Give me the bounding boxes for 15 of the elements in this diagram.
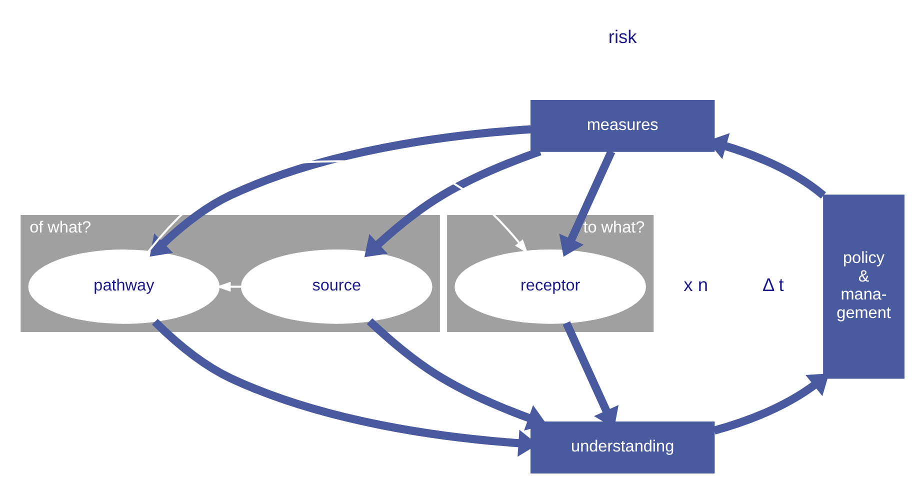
- arrow: [150, 125, 531, 257]
- label: Δ t: [762, 274, 784, 296]
- node-box: understanding: [530, 422, 715, 474]
- node-box: measures: [530, 100, 715, 152]
- label: risk: [608, 26, 637, 47]
- arrow: [366, 318, 547, 431]
- node-ellipse: source: [240, 250, 432, 324]
- arrow: [713, 374, 830, 434]
- arrow: [148, 160, 528, 254]
- node-box: policy & mana- gement: [823, 194, 904, 379]
- label: x n: [684, 274, 708, 296]
- node-ellipse: pathway: [28, 250, 220, 324]
- node-ellipse: receptor: [454, 250, 646, 324]
- arrow: [559, 150, 616, 257]
- arrow: [364, 148, 542, 258]
